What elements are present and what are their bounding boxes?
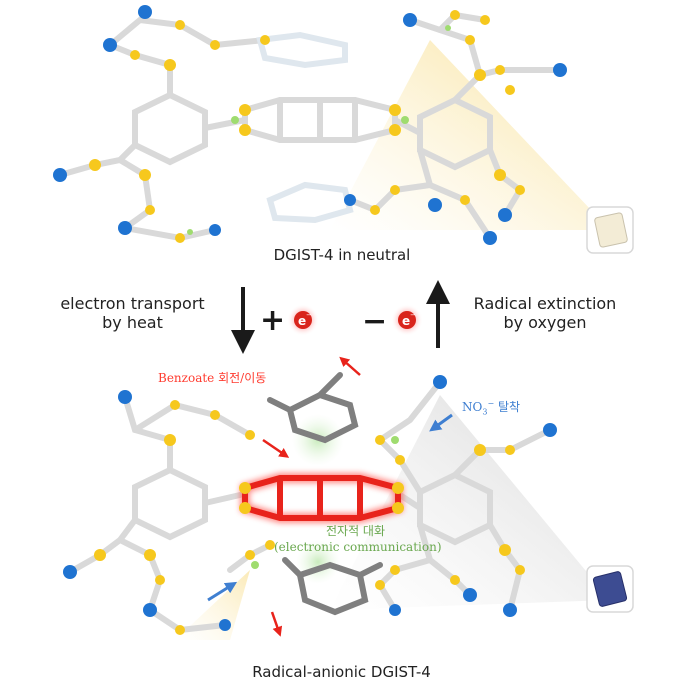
- electron-charge-right: −: [410, 311, 416, 319]
- anionic-title: Radical-anionic DGIST-4: [252, 663, 431, 681]
- rotation-arrow-up: [339, 356, 361, 376]
- benzoate-lower: [282, 557, 383, 616]
- nitrate-desorption: 탈착: [497, 400, 521, 414]
- electron-icon-left: [294, 311, 312, 329]
- blue-crystal-icon: [586, 565, 634, 613]
- benzoate-note: Benzoate 회전/이동: [158, 371, 267, 385]
- rotation-arrow-mid: [262, 438, 290, 458]
- nitrate-note: NO3− 탈착: [462, 398, 520, 416]
- gray-light-beam: [330, 395, 610, 610]
- nitrate-subscript: 3: [482, 407, 488, 417]
- pale-crystal-icon: [586, 206, 634, 254]
- communication-korean: 전자적 대화: [326, 524, 386, 538]
- yellow-light-beam: [330, 40, 610, 230]
- left-label-line2: by heat: [102, 313, 163, 332]
- electron-symbol-left: e: [298, 314, 306, 328]
- nitrate-formula: NO: [462, 400, 483, 414]
- anionic-atoms: [63, 375, 557, 635]
- neutral-atoms: [53, 5, 567, 245]
- benzoate-upper: [267, 372, 359, 444]
- right-label-line1: Radical extinction: [473, 294, 617, 313]
- communication-english: (electronic communication): [274, 540, 442, 554]
- radical-core: [240, 473, 403, 523]
- minus-sign: −: [362, 304, 387, 339]
- radical-extinction-label: Radical extinction by oxygen: [455, 294, 635, 332]
- plus-sign: +: [260, 303, 285, 338]
- left-label-line1: electron transport: [60, 294, 205, 313]
- nitrate-charge: −: [487, 399, 495, 408]
- electron-charge-left: −: [306, 311, 312, 319]
- electron-transport-label: electron transport by heat: [40, 294, 225, 332]
- desorption-arrow-bottom: [207, 581, 238, 602]
- neutral-title: DGIST-4 in neutral: [232, 246, 452, 265]
- electron-icon-right: [398, 311, 416, 329]
- desorption-arrow-top: [429, 413, 453, 432]
- electron-symbol-right: e: [402, 314, 410, 328]
- rotation-arrow-down: [270, 611, 283, 637]
- right-label-line2: by oxygen: [503, 313, 587, 332]
